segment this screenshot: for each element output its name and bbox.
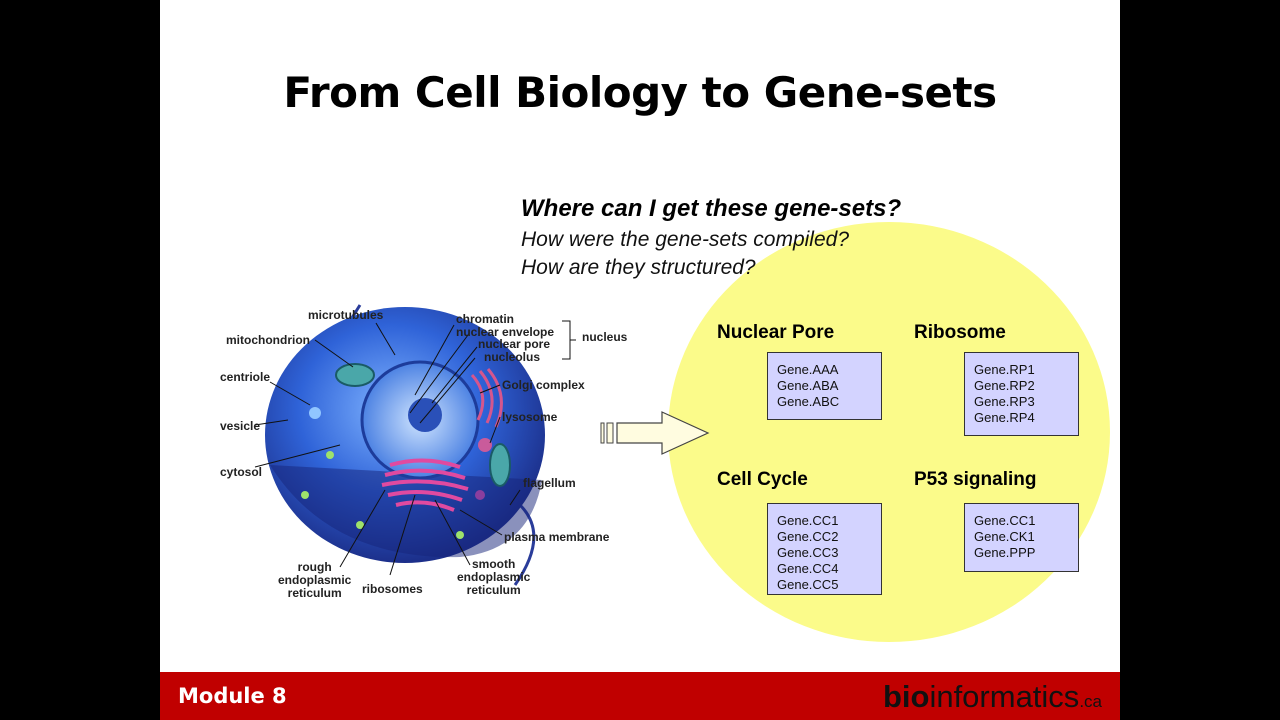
label-nuclear-pore: nuclear pore [478,337,551,351]
label-smooth-er: smooth endoplasmic reticulum [457,557,531,597]
gene-item: Gene.RP2 [974,378,1035,393]
gene-item: Gene.CK1 [974,529,1035,544]
cell-illustration [254,304,576,586]
label-centriole: centriole [220,370,271,384]
label-vesicle: vesicle [220,419,261,433]
gene-set-box-cell-cycle: Gene.CC1 Gene.CC2 Gene.CC3 Gene.CC4 Gene… [767,503,882,595]
gene-set-box-p53-signaling: Gene.CC1 Gene.CK1 Gene.PPP [964,503,1079,572]
label-lysosome: lysosome [502,410,558,424]
gene-item: Gene.CC1 [974,513,1036,528]
gene-item: Gene.RP3 [974,394,1035,409]
question-sub-2: How are they structured? [521,256,756,279]
label-ribosomes: ribosomes [362,582,423,596]
label-nucleolus: nucleolus [484,350,541,364]
label-cytosol: cytosol [220,465,263,479]
label-microtubules: microtubules [308,308,384,322]
gene-set-box-ribosome: Gene.RP1 Gene.RP2 Gene.RP3 Gene.RP4 [964,352,1079,436]
gene-item: Gene.ABC [777,394,840,409]
gene-item: Gene.CC3 [777,545,839,560]
gene-set-title-nuclear-pore: Nuclear Pore [717,322,835,343]
label-nuclear-envelope: nuclear envelope [456,325,555,339]
question-main: Where can I get these gene-sets? [521,195,902,222]
footer-bar: Module 8 bioinformatics.ca [160,672,1120,720]
label-rough-er: rough endoplasmic reticulum [278,560,352,600]
gene-item: Gene.ABA [777,378,839,393]
label-plasma-membrane: plasma membrane [504,530,610,544]
gene-item: Gene.CC2 [777,529,839,544]
label-mitochondrion: mitochondrion [226,333,310,347]
slide: From Cell Biology to Gene-sets Where can… [160,0,1120,720]
gene-item: Gene.CC1 [777,513,839,528]
label-golgi-complex: Golgi complex [502,378,585,392]
gene-item: Gene.RP1 [974,362,1035,377]
gene-item: Gene.PPP [974,545,1036,560]
gene-set-title-cell-cycle: Cell Cycle [717,469,808,490]
label-chromatin: chromatin [456,312,515,326]
arrow-right-icon [600,411,710,455]
label-flagellum: flagellum [523,476,576,490]
gene-set-title-p53-signaling: P53 signaling [914,469,1037,490]
gene-item: Gene.CC4 [777,561,839,576]
slide-title: From Cell Biology to Gene-sets [283,68,997,117]
question-sub-1: How were the gene-sets compiled? [521,228,850,251]
gene-item: Gene.AAA [777,362,839,377]
gene-item: Gene.RP4 [974,410,1035,425]
gene-item: Gene.CC5 [777,577,839,592]
gene-set-title-ribosome: Ribosome [914,322,1006,343]
bioinformatics-logo: bioinformatics.ca [882,679,1102,714]
gene-set-box-nuclear-pore: Gene.AAA Gene.ABA Gene.ABC [767,352,882,420]
module-label: Module 8 [178,684,287,708]
label-nucleus: nucleus [582,330,628,344]
